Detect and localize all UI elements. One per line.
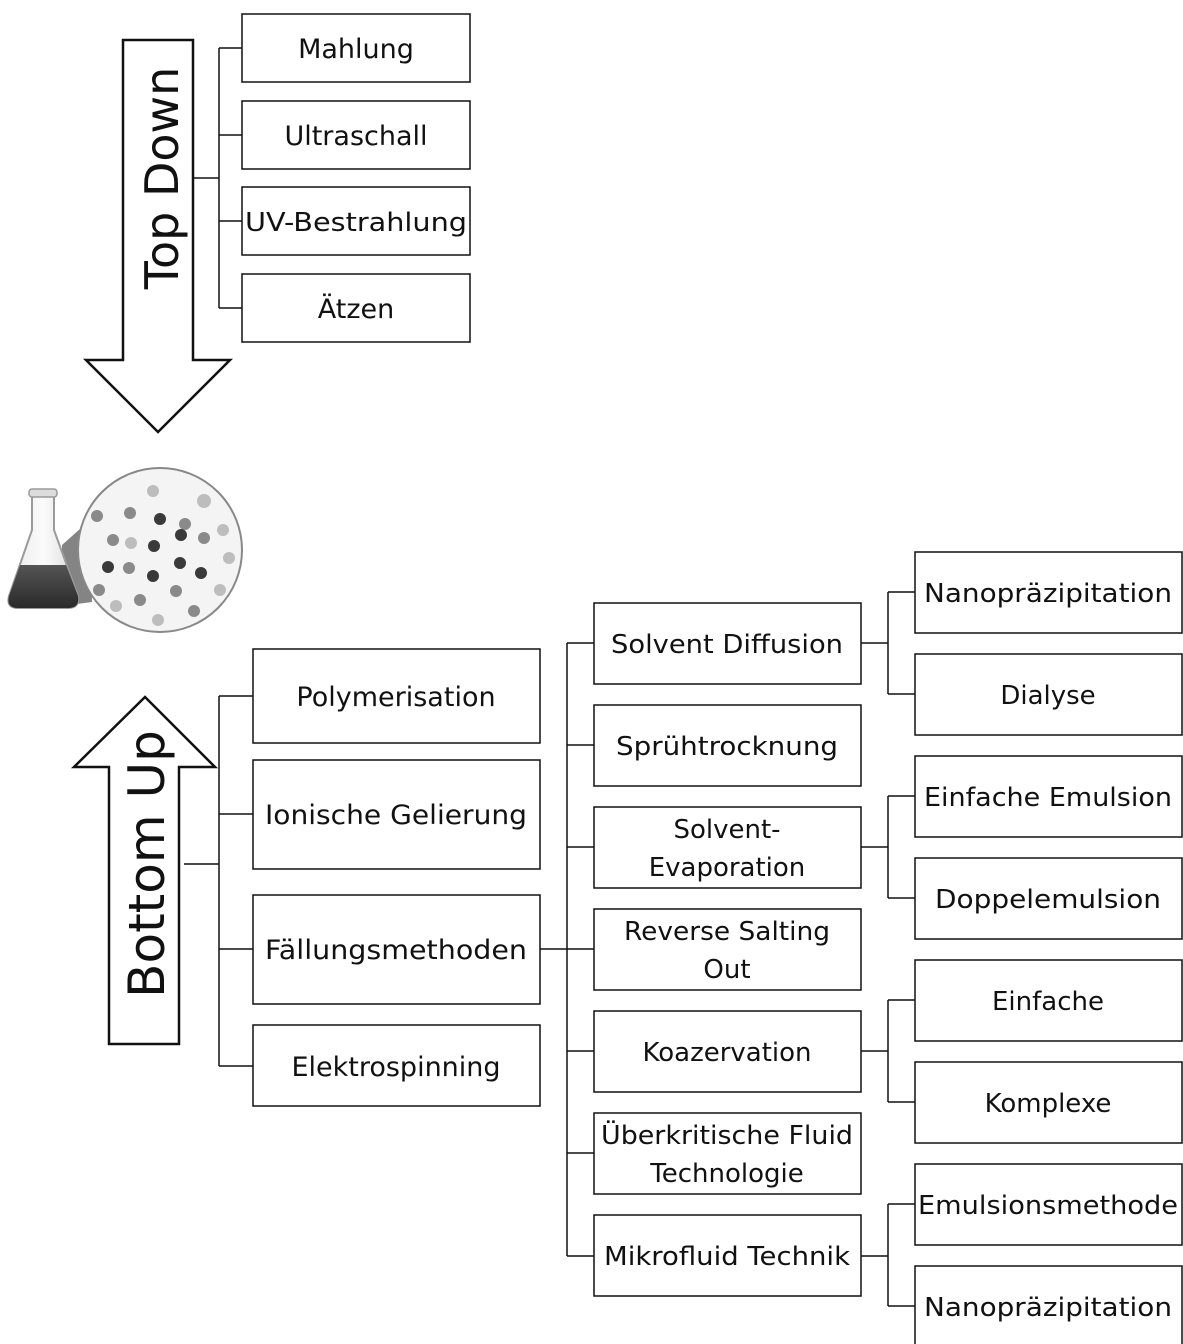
method-box: Koazervation [593,1010,862,1093]
method-label: Ätzen [318,293,394,325]
method-label: Nanopräzipitation [924,579,1172,609]
method-label: Solvent- [673,815,780,845]
faellung-methods: Solvent Diffusion Sprühtrocknung Solvent… [593,602,862,1297]
top-down-label: Top Down [135,67,189,291]
method-label: Dialyse [1000,681,1095,711]
method-label: Koazervation [642,1038,811,1068]
top-down-methods: Mahlung Ultraschall UV-Bestrahlung Ätzen [241,13,471,343]
method-box: Nanopräzipitation [914,551,1183,634]
flask-with-magnified-nanoparticles-icon [7,467,243,633]
method-label: Mahlung [298,34,414,65]
method-box: Ionische Gelierung [252,759,541,870]
method-label: Evaporation [649,853,806,883]
method-box: Sprühtrocknung [593,704,862,787]
method-box: Elektrospinning [252,1024,541,1107]
method-box: Mahlung [241,13,471,83]
method-box: Ätzen [241,273,471,343]
faellung-connectors [540,642,594,1257]
method-box: Doppelemulsion [914,857,1183,940]
top-down-connectors [193,47,242,309]
method-box: Ultraschall [241,100,471,170]
method-box: Polymerisation [252,648,541,744]
top-down-arrow: Top Down [82,38,234,434]
bottom-up-arrow: Bottom Up [70,695,219,1046]
method-box: Überkritische Fluid Technologie [593,1112,862,1195]
method-box: Einfache Emulsion [914,755,1183,838]
method-label: Solvent Diffusion [611,630,843,660]
method-label: Mikrofluid Technik [604,1242,850,1272]
method-label: Ultraschall [284,121,427,152]
method-box: Emulsionsmethode [914,1163,1183,1246]
method-label: Komplexe [985,1089,1112,1119]
method-box: Solvent- Evaporation [593,806,862,889]
bottom-up-methods: Polymerisation Ionische Gelierung Fällun… [252,648,541,1107]
method-box: Komplexe [914,1061,1183,1144]
method-label: Emulsionsmethode [918,1191,1178,1221]
method-box: Reverse Salting Out [593,908,862,991]
method-box: Einfache [914,959,1183,1042]
method-box: Solvent Diffusion [593,602,862,685]
method-label: Fällungsmethoden [265,935,527,966]
method-box: Dialyse [914,653,1183,736]
method-box: Fällungsmethoden [252,894,541,1005]
method-label: Elektrospinning [291,1052,500,1083]
method-box: Mikrofluid Technik [593,1214,862,1297]
method-label: Technologie [649,1159,803,1189]
method-box: Nanopräzipitation [914,1265,1183,1344]
nanoparticles [91,485,235,626]
bottom-up-connectors [184,695,253,1067]
sub-methods: Nanopräzipitation Dialyse Einfache Emuls… [914,551,1183,1344]
method-label: Doppelemulsion [935,885,1161,915]
method-label: Nanopräzipitation [924,1293,1172,1323]
method-label: Überkritische Fluid [601,1119,853,1151]
method-label: Ionische Gelierung [265,800,527,831]
method-label: Polymerisation [296,682,495,713]
method-label: Out [703,955,750,985]
method-label: UV-Bestrahlung [245,208,467,238]
method-label: Einfache Emulsion [924,783,1172,813]
method-label: Einfache [992,987,1104,1017]
method-label: Reverse Salting [624,917,830,947]
sub-method-connectors [861,591,915,1307]
bottom-up-label: Bottom Up [118,730,176,998]
method-label: Sprühtrocknung [616,732,838,762]
method-box: UV-Bestrahlung [241,186,471,256]
